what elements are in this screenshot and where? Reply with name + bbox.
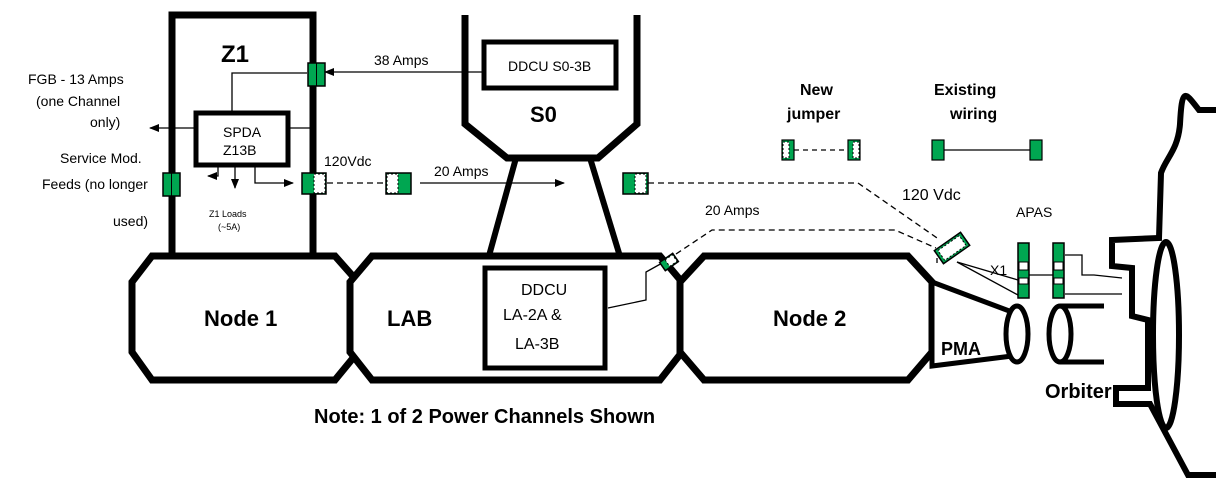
legend-new-label-line2: jumper (786, 106, 840, 123)
jumper-pma-x1 (933, 231, 971, 265)
connectors (162, 62, 1065, 299)
node2-label: Node 2 (773, 306, 846, 331)
node1-label: Node 1 (204, 306, 277, 331)
apas-label: APAS (1016, 204, 1052, 220)
orbiter-label: Orbiter (1045, 381, 1112, 403)
service-label-line2: Feeds (no longer (42, 176, 148, 192)
jumper-lab-feedthrough (658, 252, 680, 272)
z1-loads-label-line1: Z1 Loads (209, 209, 247, 219)
orbiter-shape (1109, 92, 1216, 478)
service-label-line3: used) (113, 213, 148, 229)
x1-label: X1 (990, 262, 1007, 278)
ddcu-s0-label: DDCU S0-3B (508, 58, 591, 74)
fgb-label-line3: only) (90, 114, 120, 130)
ddcu-lab-label-line1: DDCU (521, 282, 567, 299)
vdc-120-left-label: 120Vdc (324, 153, 371, 169)
legend-existing-label-line2: wiring (949, 106, 997, 123)
spda-label-line2: Z13B (223, 142, 256, 158)
ddcu-lab-box (482, 265, 608, 371)
fgb-label-line2: (one Channel (36, 93, 120, 109)
amps-38-label: 38 Amps (374, 52, 428, 68)
legend-existing-label-line1: Existing (934, 82, 996, 99)
z1-label: Z1 (221, 41, 249, 68)
legend-existing-wiring-symbol (931, 139, 1043, 161)
s0-strut-right (587, 157, 625, 264)
orbiter-docking-ring (1046, 303, 1074, 365)
pma-label: PMA (941, 339, 981, 359)
service-label-line1: Service Mod. (60, 150, 142, 166)
spda-label-line1: SPDA (223, 124, 262, 140)
spda-box (193, 110, 291, 168)
note-label: Note: 1 of 2 Power Channels Shown (314, 406, 655, 428)
ddcu-lab-label-line2: LA-2A & (503, 307, 562, 324)
ddcu-lab-label-line3: LA-3B (515, 336, 559, 353)
s0-strut-left (484, 157, 519, 264)
new-jumper-wiring (327, 182, 941, 255)
vdc-120-right-label: 120 Vdc (902, 187, 961, 204)
existing-wiring (149, 68, 1123, 309)
fgb-label-line1: FGB - 13 Amps (28, 71, 124, 87)
pma-ring (1003, 303, 1031, 365)
amps-20-lower-label: 20 Amps (705, 202, 759, 218)
s0-label: S0 (530, 102, 557, 127)
ddcu-s0-box (481, 39, 619, 91)
legend-new-label-line1: New (800, 82, 833, 99)
amps-20-top-label: 20 Amps (434, 163, 488, 179)
legend-new-jumper-symbol (781, 139, 861, 161)
z1-loads-label-line2: (~5A) (218, 222, 240, 232)
legend (781, 139, 1043, 161)
lab-label: LAB (387, 306, 432, 331)
